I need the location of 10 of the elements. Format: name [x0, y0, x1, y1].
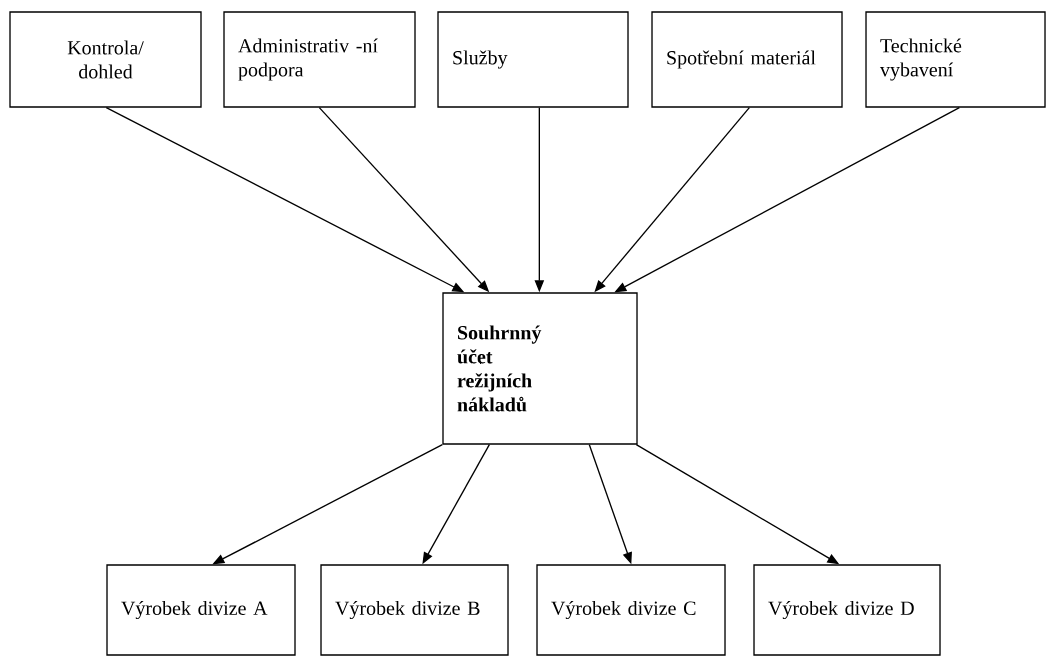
process-box: Výrobek divize A [106, 564, 296, 656]
process-box: Výrobek divize B [320, 564, 509, 656]
process-box: Výrobek divize D [753, 564, 941, 656]
process-box: Spotřební materiál [651, 11, 843, 108]
summary-box: Souhrnný účet režijních nákladů [442, 292, 638, 445]
process-box: Výrobek divize C [536, 564, 726, 656]
process-box: Technické vybavení [865, 11, 1046, 108]
process-box: Služby [437, 11, 629, 108]
process-box: Administrativ -ní podpora [223, 11, 416, 108]
process-box: Kontrola/ dohled [9, 11, 202, 108]
